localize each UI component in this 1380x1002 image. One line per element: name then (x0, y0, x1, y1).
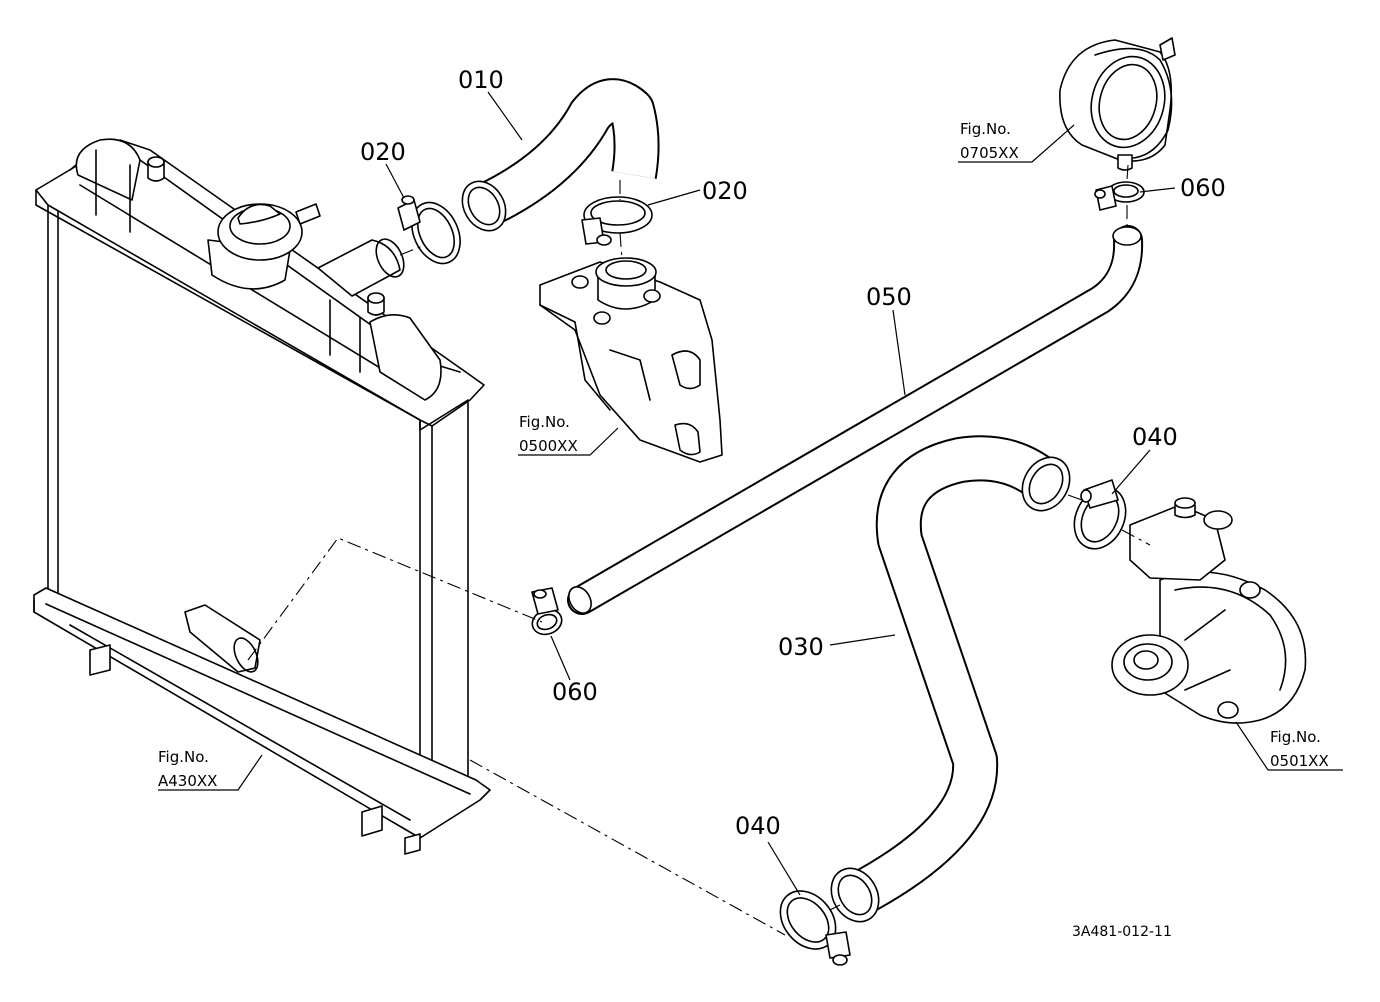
label-060-top: 060 (1180, 174, 1226, 202)
clamp-060-bottom (531, 587, 563, 636)
hose-030 (830, 435, 1071, 923)
clamp-040-bottom (779, 890, 851, 966)
hose-010 (461, 78, 660, 232)
figref-label: Fig.No. (158, 748, 209, 766)
leader-lines (158, 91, 1343, 896)
clamp-020-left (397, 195, 461, 265)
label-030: 030 (778, 633, 824, 661)
clamp-060-top (1094, 181, 1145, 211)
radiator (33, 138, 491, 855)
figref-expansion-tank: Fig.No. 0705XX (960, 120, 1019, 162)
figref-number: A430XX (158, 772, 217, 790)
figref-label: Fig.No. (519, 413, 570, 431)
reserve-tank-cap (1059, 37, 1176, 171)
hose-050 (567, 225, 1144, 615)
label-040-top: 040 (1132, 423, 1178, 451)
assembly-centerlines (247, 164, 1151, 936)
figref-number: 0501XX (1270, 752, 1329, 770)
label-060-bottom: 060 (552, 678, 598, 706)
figref-radiator: Fig.No. A430XX (158, 748, 217, 790)
clamp-020-right (581, 196, 653, 246)
figref-thermostat: Fig.No. 0500XX (519, 413, 578, 455)
label-050: 050 (866, 283, 912, 311)
water-pump (1111, 497, 1307, 724)
figref-number: 0705XX (960, 144, 1019, 162)
label-020-right: 020 (702, 177, 748, 205)
label-010: 010 (458, 66, 504, 94)
figref-water-pump: Fig.No. 0501XX (1270, 728, 1329, 770)
drawing-code: 3A481-012-11 (1072, 924, 1172, 940)
thermostat-housing (539, 257, 723, 463)
clamp-040-top (1073, 479, 1127, 550)
label-020-left: 020 (360, 138, 406, 166)
figref-label: Fig.No. (960, 120, 1011, 138)
label-040-bottom: 040 (735, 812, 781, 840)
figref-number: 0500XX (519, 437, 578, 455)
figref-label: Fig.No. (1270, 728, 1321, 746)
